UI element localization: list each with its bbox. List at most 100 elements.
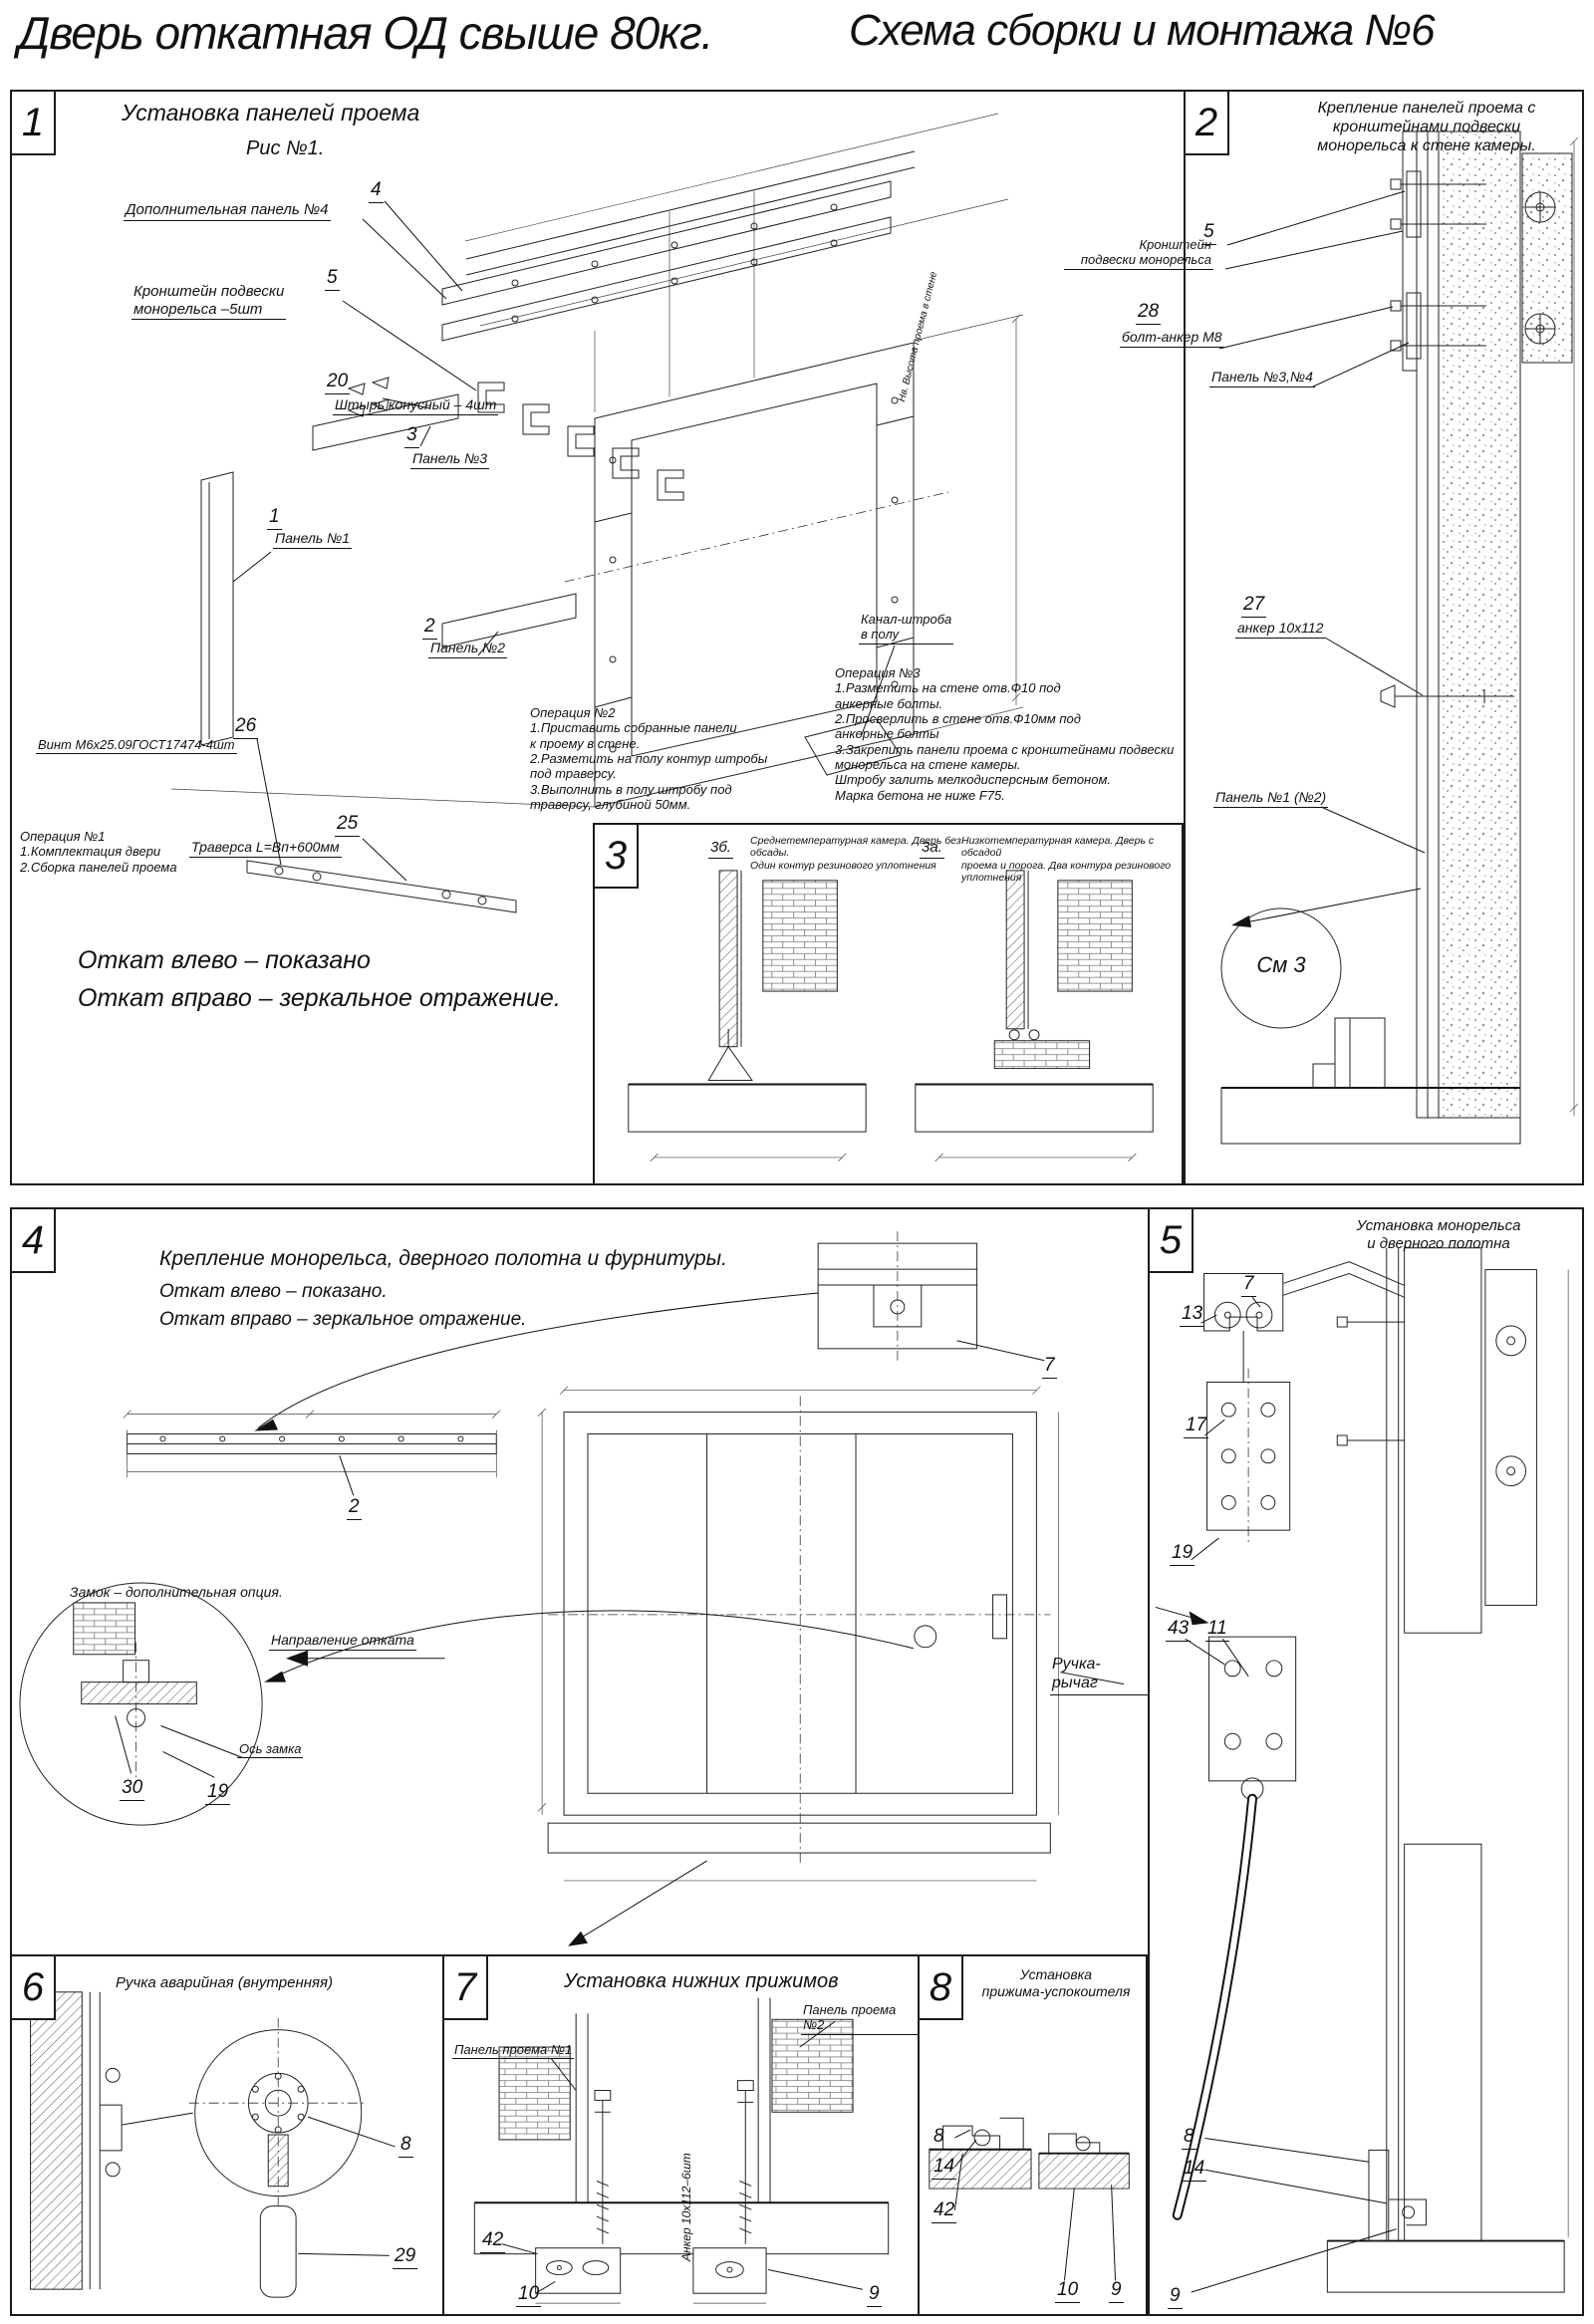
handle-flange: [247, 2072, 309, 2188]
s4-note1: Откат влево – показано.: [159, 1281, 388, 1302]
pos-25: 25: [335, 813, 361, 838]
label-panel2: Панель №2: [428, 640, 508, 658]
s8-damper-drawing: [929, 2117, 1130, 2281]
detail-with-casing: [915, 870, 1154, 1162]
pos-2: 2: [422, 616, 437, 641]
s8-heading: Установка прижима-успокоителя: [981, 1966, 1131, 1999]
s4-note2: Откат вправо – зеркальное отражение.: [159, 1309, 527, 1330]
door-section: [30, 1991, 123, 2290]
section-number: 1: [12, 92, 56, 155]
s1-heading: Установка панелей проема: [122, 100, 420, 126]
pos-10: 10: [516, 2283, 542, 2308]
view-label-left: 3б.: [708, 839, 733, 859]
pos-42: 42: [480, 2229, 506, 2254]
label-lock-axis: Ось замка: [237, 1741, 304, 1759]
view-label-right: 3а.: [920, 839, 944, 859]
lock-detail: [73, 1602, 197, 1727]
label-panels-3-4: Панель №3,№4: [1209, 369, 1315, 387]
pos-19: 19: [205, 1781, 231, 1806]
floor-channel: [804, 718, 902, 776]
label-pin: Штырь конусный – 4шт: [333, 396, 499, 415]
pos-4: 4: [369, 179, 384, 204]
pos-20: 20: [325, 371, 351, 395]
loose-panels: [200, 393, 577, 746]
see-3-circle: [1220, 907, 1342, 1029]
s1-operation1: Операция №1 1.Комплектация двери 2.Сборк…: [20, 829, 177, 875]
caption-left: Среднетемпературная камера. Дверь без об…: [750, 835, 961, 872]
handle-grip: [259, 2205, 297, 2298]
s1-isometric-drawing: [170, 113, 1024, 913]
damper-detail-left: [929, 2117, 1032, 2190]
pos-30: 30: [120, 1777, 145, 1802]
pos-43: 43: [1166, 1618, 1192, 1643]
label-panel4: Дополнительная панель №4: [124, 201, 331, 221]
section-8-damper-clamp: 8 Установка прижима-успокоителя 8 14 42 …: [918, 1954, 1148, 2316]
section-5-monorail-install: 5 Установка монорельса и дверного полотн…: [1148, 1207, 1584, 2316]
label-channel: Канал-штроба в полу: [859, 612, 954, 645]
anchor-flanges: [1495, 1325, 1527, 1487]
label-panel-1-2: Панель №1 (№2): [1213, 789, 1329, 808]
s4-heading: Крепление монорельса, дверного полотна и…: [159, 1247, 727, 1270]
pos-11: 11: [1205, 1618, 1229, 1643]
s2-heading: Крепление панелей проема с кронштейнами …: [1317, 100, 1536, 154]
pos-14: 14: [1182, 2158, 1207, 2183]
lever-mount-plate: [1207, 1636, 1297, 1801]
pos-3: 3: [404, 424, 419, 449]
pos-28: 28: [1136, 301, 1162, 326]
section-number-text: 1: [21, 100, 45, 144]
pos-5: 5: [325, 267, 340, 292]
label-panel3: Панель №3: [410, 450, 490, 469]
section-number: 5: [1150, 1209, 1194, 1273]
damper-detail-right: [1038, 2133, 1130, 2190]
section-number-text: 6: [21, 1964, 45, 2009]
s5-heading: Установка монорельса и дверного полотна: [1356, 1217, 1521, 1252]
pos-8: 8: [1182, 2126, 1196, 2151]
label-see-3: См 3: [1256, 952, 1306, 977]
pos-9: 9: [1168, 2285, 1183, 2310]
doc-title: Дверь откатная ОД свыше 80кг.: [18, 7, 713, 59]
s1-note-slide-left: Откат влево – показано: [78, 946, 371, 974]
label-panel1: Панель №1: [273, 530, 353, 549]
bracket-bolts: [1390, 170, 1486, 360]
section-7-bottom-clamps: 7 Установка нижних прижимов Панель проем…: [442, 1954, 920, 2316]
pos-10: 10: [1055, 2279, 1081, 2304]
section-number-text: 3: [604, 833, 628, 878]
pos-7: 7: [1042, 1355, 1057, 1380]
section-number-text: 8: [929, 1964, 952, 2009]
lever-arm: [1172, 1793, 1258, 2220]
section-number: 2: [1186, 92, 1229, 155]
s2-wall-section-drawing: [1218, 130, 1579, 1145]
label-panel2: Панель проема №2: [801, 2002, 918, 2035]
s6-heading: Ручка аварийная (внутренняя): [116, 1974, 333, 1991]
section-number: 4: [12, 1209, 56, 1273]
label-slide-direction: Направление отката: [269, 1632, 416, 1651]
pos-29: 29: [393, 2245, 418, 2270]
pos-8: 8: [931, 2126, 946, 2151]
label-bracket: Кронштейн подвески монорельса: [1064, 237, 1213, 270]
pos-13: 13: [1180, 1303, 1205, 1328]
section-number-text: 7: [453, 1964, 477, 2009]
section-3-threshold-details: 3 3б. Среднетемпературная камера. Дверь …: [593, 823, 1184, 1185]
section-number: 8: [920, 1956, 963, 2020]
anchor-flanges: [1524, 191, 1556, 345]
section-number-text: 2: [1195, 100, 1218, 144]
traverse-bar: [246, 860, 517, 913]
caption-right: Низкотемпературная камера. Дверь с обсад…: [961, 835, 1172, 885]
section-number: 6: [12, 1956, 56, 2020]
label-lever-handle: Ручка-рычаг: [1050, 1656, 1148, 1695]
label-anchor: анкер 10х112: [1235, 620, 1326, 639]
mid-anchor: [1380, 684, 1514, 708]
s1-fig-label: Рис №1.: [246, 137, 325, 159]
opening-frame: [594, 342, 915, 808]
label-bracket: Кронштейн подвески монорельса –5шт: [132, 283, 287, 321]
pos-5: 5: [1201, 221, 1216, 246]
pos-9: 9: [867, 2283, 882, 2308]
monorail-bar: [127, 1433, 497, 1454]
label-traverse: Траверса L=Вп+600мм: [189, 839, 342, 858]
doc-subtitle: Схема сборки и монтажа №6: [849, 6, 1436, 55]
s3-threshold-drawing: [628, 870, 1154, 1162]
pos-42: 42: [931, 2199, 957, 2224]
label-lock-option: Замок – дополнительная опция.: [70, 1584, 283, 1600]
label-screw: Винт М6х25.09ГОСТ17474-4шт: [36, 737, 237, 755]
section-4-monorail-and-leaf: 4 Крепление монорельса, дверного полотна…: [10, 1207, 1150, 1956]
